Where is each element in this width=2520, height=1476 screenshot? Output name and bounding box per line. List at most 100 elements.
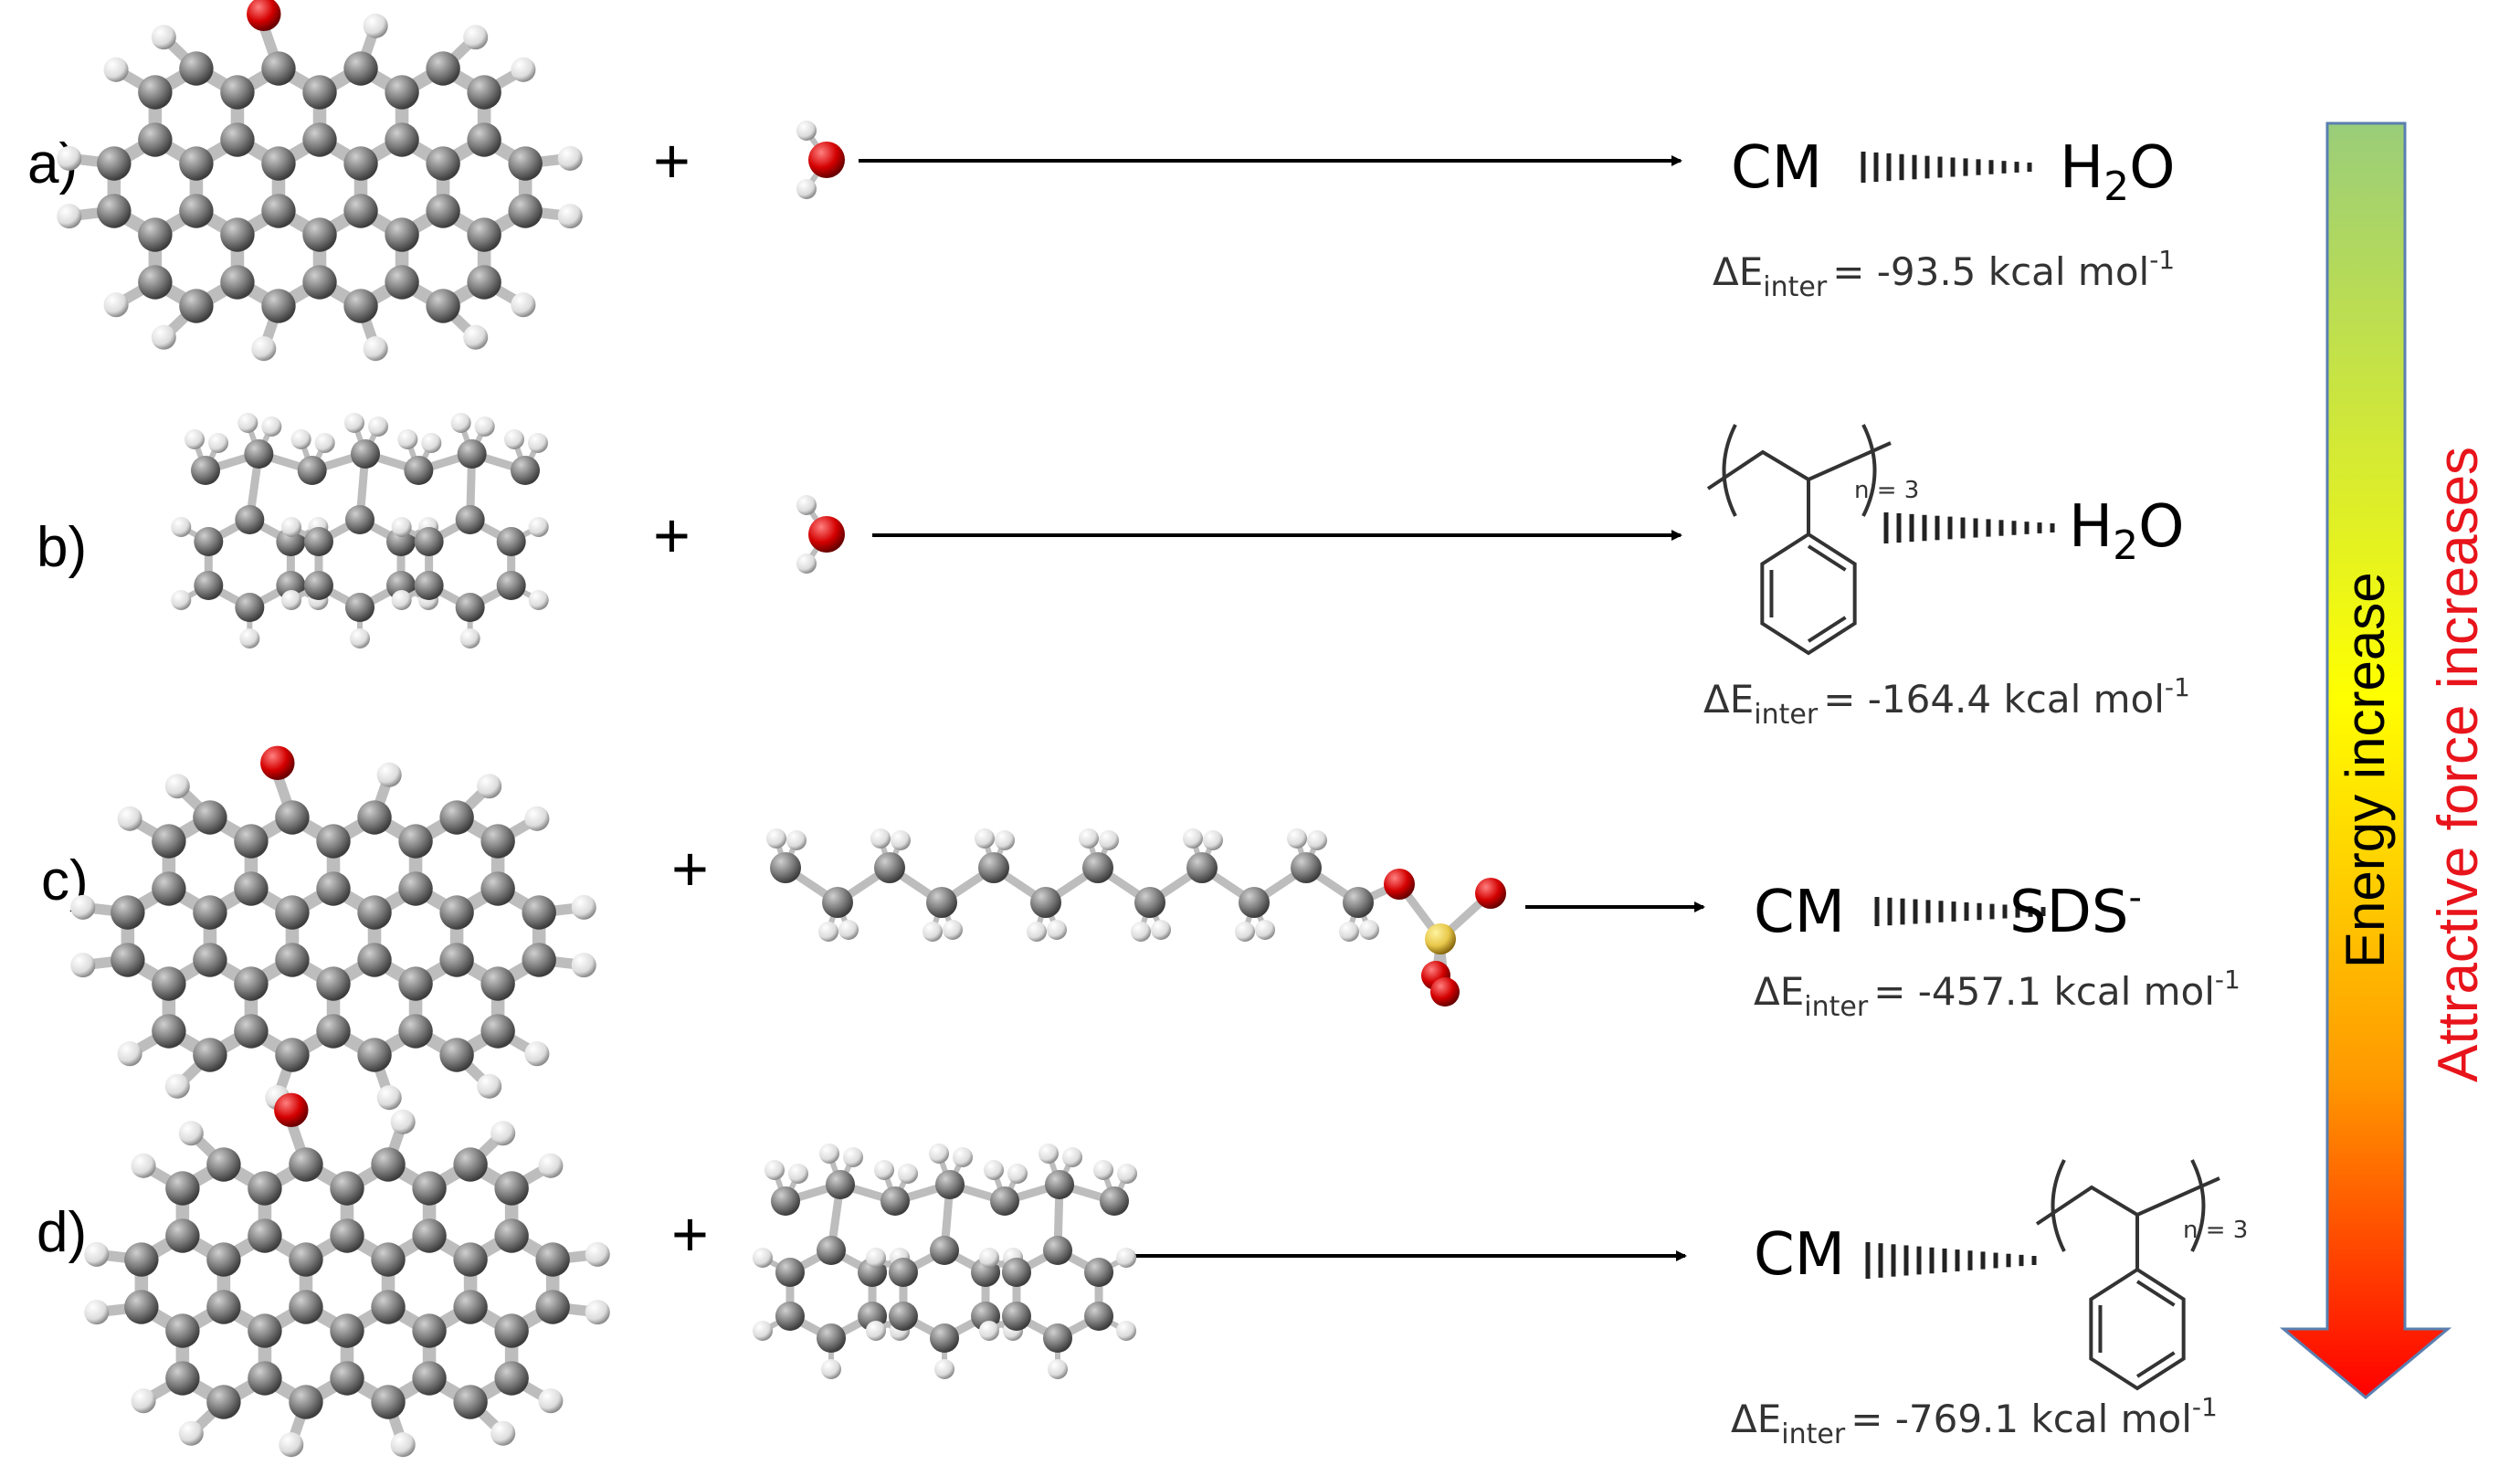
hydrogen-atom	[363, 336, 388, 362]
carbon-atom	[343, 146, 378, 181]
product-a: CM H2O ΔEinter= -93.5 kcal mol-1	[1713, 134, 2176, 303]
carbon-atom	[330, 1218, 364, 1253]
hydrogen-atom	[504, 429, 524, 449]
product-b-water: H2O	[2069, 493, 2185, 569]
hydrogen-atom	[463, 25, 489, 50]
carbon-atom	[439, 943, 474, 977]
hydrogen-atom	[1048, 1359, 1068, 1379]
hydrogen-atom	[511, 292, 536, 318]
carbon-atom	[165, 1313, 200, 1348]
carbon-atom	[124, 1242, 159, 1277]
bracket-right	[2190, 1159, 2206, 1252]
carbon-atom	[494, 1361, 529, 1396]
hydrogen-atom	[477, 774, 502, 799]
carbon-atom	[414, 571, 444, 600]
carbon-atom	[480, 871, 515, 906]
interaction-dashes-a	[1861, 152, 2032, 183]
hydrogen-atom	[185, 429, 205, 449]
hydrogen-atom	[978, 1248, 999, 1269]
carbon-atom	[1291, 852, 1322, 883]
carbon-atom	[193, 1038, 227, 1072]
water-molecule	[796, 495, 845, 574]
carbon-atom	[511, 456, 540, 485]
hydrogen-atom	[557, 204, 583, 229]
carbon-atom	[357, 895, 392, 930]
carbon-atom	[261, 146, 296, 181]
carbon-atom	[385, 217, 419, 252]
carbon-atom	[480, 1014, 515, 1049]
carbon-atom	[138, 265, 173, 300]
hydrogen-atom	[943, 920, 963, 940]
carbon-atom	[404, 456, 434, 485]
carbon-atom	[371, 1385, 406, 1419]
bracket-right	[1861, 424, 1877, 517]
carbon-atom	[248, 1218, 282, 1253]
reaction-arrows	[859, 155, 1705, 1261]
hydrogen-atom	[390, 1432, 416, 1458]
carbon-atom	[234, 824, 269, 859]
carbon-atom	[179, 289, 214, 323]
carbon-atom	[414, 527, 444, 556]
product-a-water: H2O	[2060, 134, 2176, 210]
hydrogen-atom	[984, 1160, 1004, 1180]
hydrogen-atom	[1093, 1160, 1113, 1180]
carbon-atom	[206, 1385, 241, 1419]
carbon-atom	[165, 1361, 200, 1396]
hydrogen-atom	[557, 145, 583, 171]
hydrogen-atom	[1307, 830, 1327, 850]
carbon-atom	[494, 1171, 529, 1206]
hydrogen-atom	[131, 1388, 156, 1414]
hydrogen-atom	[571, 953, 596, 978]
hydrogen-atom	[421, 433, 442, 453]
hydrogen-atom	[477, 1073, 502, 1099]
hydrogen-atom	[1287, 828, 1307, 849]
hydrogen-atom	[390, 1109, 416, 1134]
hydrogen-atom	[171, 589, 192, 610]
hydrogen-atom	[538, 1388, 564, 1414]
row-label-d: d)	[37, 1201, 87, 1264]
plus-c: +	[671, 833, 709, 904]
oxygen-atom	[808, 142, 845, 178]
hydrogen-atom	[84, 1300, 110, 1325]
carbon-atom	[426, 51, 460, 86]
carbon-atom	[1084, 1302, 1114, 1331]
hydrogen-atom	[57, 204, 82, 229]
hydrogen-atom	[1116, 1320, 1137, 1341]
carbon-atom	[289, 1242, 323, 1277]
hydrogen-atom	[280, 517, 301, 538]
hydrogen-atom	[151, 324, 176, 350]
carbon-atom	[467, 75, 501, 110]
molecule-models	[57, 0, 1506, 1458]
hydrogen-atom	[391, 589, 412, 610]
hydrogen-atom	[1039, 1144, 1059, 1164]
hydrogen-atom	[474, 416, 495, 437]
carbon-atom	[888, 1258, 918, 1287]
carbon-atom	[508, 146, 543, 181]
hydrogen-atom	[585, 1241, 610, 1267]
carbon-atom	[194, 527, 224, 556]
carbon-atom	[1082, 852, 1113, 883]
carbon-atom	[152, 871, 186, 906]
carbon-atom	[371, 1147, 406, 1182]
hydrogen-atom	[571, 894, 596, 920]
plus-a: +	[653, 125, 691, 196]
carbon-atom	[138, 122, 173, 157]
carbon-atom	[275, 1038, 310, 1072]
carbon-atom	[234, 1014, 269, 1049]
carbon-atom	[1001, 1258, 1031, 1287]
hydrogen-atom	[995, 830, 1015, 850]
carbon-atom	[220, 217, 255, 252]
carbon-atom	[467, 265, 501, 300]
hydrogen-atom	[538, 1153, 564, 1178]
hydrogen-atom	[490, 1121, 516, 1146]
hydrogen-atom	[84, 1241, 110, 1267]
hydrogen-atom	[975, 828, 995, 849]
hydrogen-atom	[70, 953, 96, 978]
hydrogen-atom	[528, 517, 549, 538]
product-a-cm: CM	[1731, 134, 1822, 202]
bracket-left	[1722, 424, 1737, 517]
carbon-atom	[152, 966, 186, 1001]
hydrogen-atom	[463, 324, 489, 350]
hydrogen-atom	[528, 589, 549, 610]
carbon-atom	[426, 194, 460, 228]
